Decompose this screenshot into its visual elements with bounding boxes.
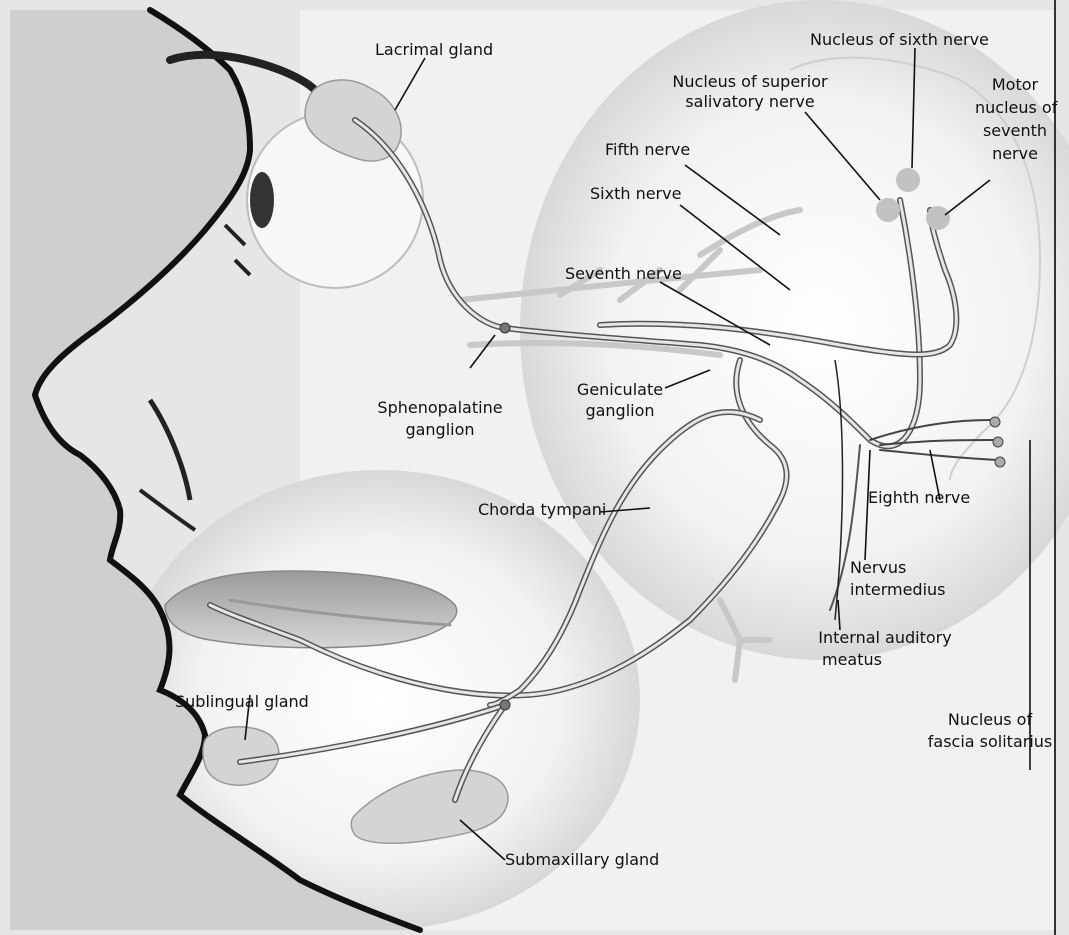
pupil-shadow (250, 172, 274, 228)
label-geniculate-2: ganglion (565, 401, 675, 421)
label-seventh-nerve: Seventh nerve (565, 264, 682, 284)
label-internal-auditory-1: Internal auditory (805, 628, 965, 648)
nucleus-solitarius-dot-2 (993, 437, 1003, 447)
label-nucleus-fascia-1: Nucleus of (915, 710, 1065, 730)
label-nucleus-superior-salivatory-2: salivatory nerve (650, 92, 850, 112)
label-sphenopalatine-1: Sphenopalatine (365, 398, 515, 418)
label-motor-nucleus-4: nerve (975, 144, 1055, 164)
label-internal-auditory-2: meatus (822, 650, 882, 670)
label-chorda-tympani: Chorda tympani (478, 500, 606, 520)
label-eighth-nerve: Eighth nerve (868, 488, 970, 508)
submandibular-ganglion-dot (500, 700, 510, 710)
label-geniculate-1: Geniculate (565, 380, 675, 400)
label-lacrimal-gland: Lacrimal gland (375, 40, 493, 60)
label-motor-nucleus-3: seventh (975, 121, 1055, 141)
nucleus-sixth-nerve-dot (896, 168, 920, 192)
nucleus-solitarius-dot-3 (995, 457, 1005, 467)
label-nucleus-sixth-nerve: Nucleus of sixth nerve (810, 30, 989, 50)
label-submaxillary-gland: Submaxillary gland (505, 850, 659, 870)
label-fifth-nerve: Fifth nerve (605, 140, 690, 160)
label-motor-nucleus-1: Motor (980, 75, 1050, 95)
nucleus-superior-salivatory-dot (876, 198, 900, 222)
sphenopalatine-ganglion-dot (500, 323, 510, 333)
label-sphenopalatine-2: ganglion (365, 420, 515, 440)
label-nervus-intermedius-2: intermedius (850, 580, 946, 600)
motor-nucleus-seventh-dot (926, 206, 950, 230)
label-motor-nucleus-2: nucleus of (975, 98, 1055, 118)
label-sublingual-gland: Sublingual gland (175, 692, 309, 712)
label-nucleus-fascia-2: fascia solitarius (915, 732, 1065, 752)
label-nervus-intermedius-1: Nervus (850, 558, 906, 578)
label-nucleus-superior-salivatory-1: Nucleus of superior (650, 72, 850, 92)
nucleus-solitarius-dot-1 (990, 417, 1000, 427)
label-sixth-nerve: Sixth nerve (590, 184, 681, 204)
